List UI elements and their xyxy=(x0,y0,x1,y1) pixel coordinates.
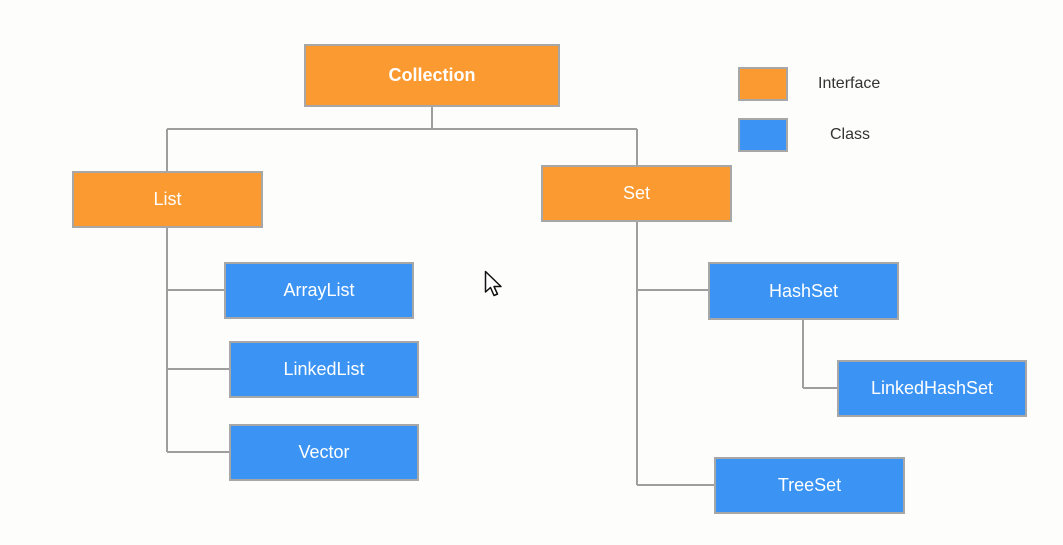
node-hashset-label: HashSet xyxy=(768,280,839,301)
node-collection: Collection xyxy=(304,44,560,107)
node-treeset-label: TreeSet xyxy=(777,475,842,495)
node-linkedlist: LinkedList xyxy=(229,341,419,398)
node-linkedlist-label: LinkedList xyxy=(283,359,365,379)
arrow-cursor-icon xyxy=(484,270,502,297)
node-linkedhashset-label: LinkedHashSet xyxy=(870,378,994,398)
node-arraylist-label: ArrayList xyxy=(283,280,355,300)
node-set-label: Set xyxy=(622,183,651,203)
node-hashset: HashSet xyxy=(708,262,899,320)
legend-interface-swatch xyxy=(738,67,788,101)
legend-interface-label: Interface xyxy=(818,75,881,92)
node-arraylist: ArrayList xyxy=(224,262,414,319)
node-set: Set xyxy=(541,165,732,222)
legend-class-swatch xyxy=(738,118,788,152)
node-list-label: List xyxy=(153,189,182,209)
node-treeset: TreeSet xyxy=(714,457,905,514)
node-vector-label: Vector xyxy=(298,442,350,462)
node-list: List xyxy=(72,171,263,228)
legend-class-label: Class xyxy=(830,126,871,143)
node-linkedhashset: LinkedHashSet xyxy=(837,360,1027,417)
node-vector: Vector xyxy=(229,424,419,481)
node-collection-label: Collection xyxy=(388,65,476,85)
